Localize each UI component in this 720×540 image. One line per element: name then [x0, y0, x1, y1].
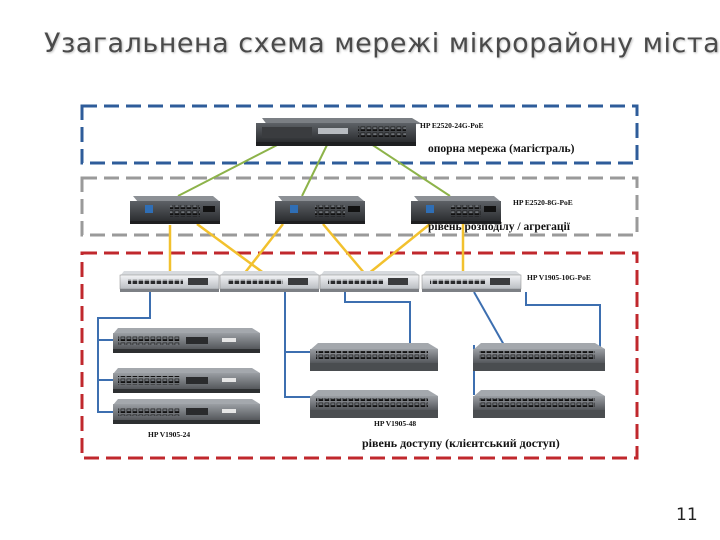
- core-zone-label: опорна мережа (магістраль): [428, 143, 575, 155]
- distribution-switch: [411, 196, 501, 224]
- core-switch: [256, 118, 422, 146]
- distribution-zone-border: [80, 176, 639, 237]
- core-links: [177, 140, 451, 197]
- distribution-switch-model-label: HP E2520-8G-PoE: [513, 198, 573, 207]
- access-zone-border: [80, 251, 639, 460]
- core-zone-border: [80, 104, 639, 165]
- distribution-links: [168, 222, 465, 276]
- access-uplink-switch: [219, 271, 320, 292]
- access-switch-48: [473, 390, 605, 418]
- access-switch-24-model-label: HP V1905-24: [148, 430, 190, 439]
- distribution-zone-label: рівень розподілу / агрегації: [428, 221, 571, 233]
- access-zone-label: рівень доступу (клієнтський доступ): [362, 436, 560, 450]
- access-switch-48: [310, 343, 438, 371]
- access-links: [97, 291, 601, 413]
- distribution-switch: [275, 196, 365, 224]
- distribution-switch: [130, 196, 220, 224]
- access-switch-48: [310, 390, 438, 418]
- access-uplink-switch: [319, 271, 420, 292]
- access-switch-24: [113, 399, 260, 424]
- access-uplink-switch-model-label: HP V1905-10G-PoE: [527, 273, 591, 282]
- access-switch-48-model-label: HP V1905-48: [374, 419, 416, 428]
- page-number: 11: [676, 505, 698, 525]
- access-switch-24: [113, 368, 260, 393]
- slide-title: Узагальнена схема мережі мікрорайону міс…: [44, 28, 720, 59]
- access-uplink-switch: [119, 271, 220, 292]
- core-switch-model-label: HP E2520-24G-PoE: [420, 121, 484, 130]
- access-switch-24: [113, 328, 260, 353]
- access-uplink-switch: [421, 271, 522, 292]
- access-switch-48: [473, 343, 605, 371]
